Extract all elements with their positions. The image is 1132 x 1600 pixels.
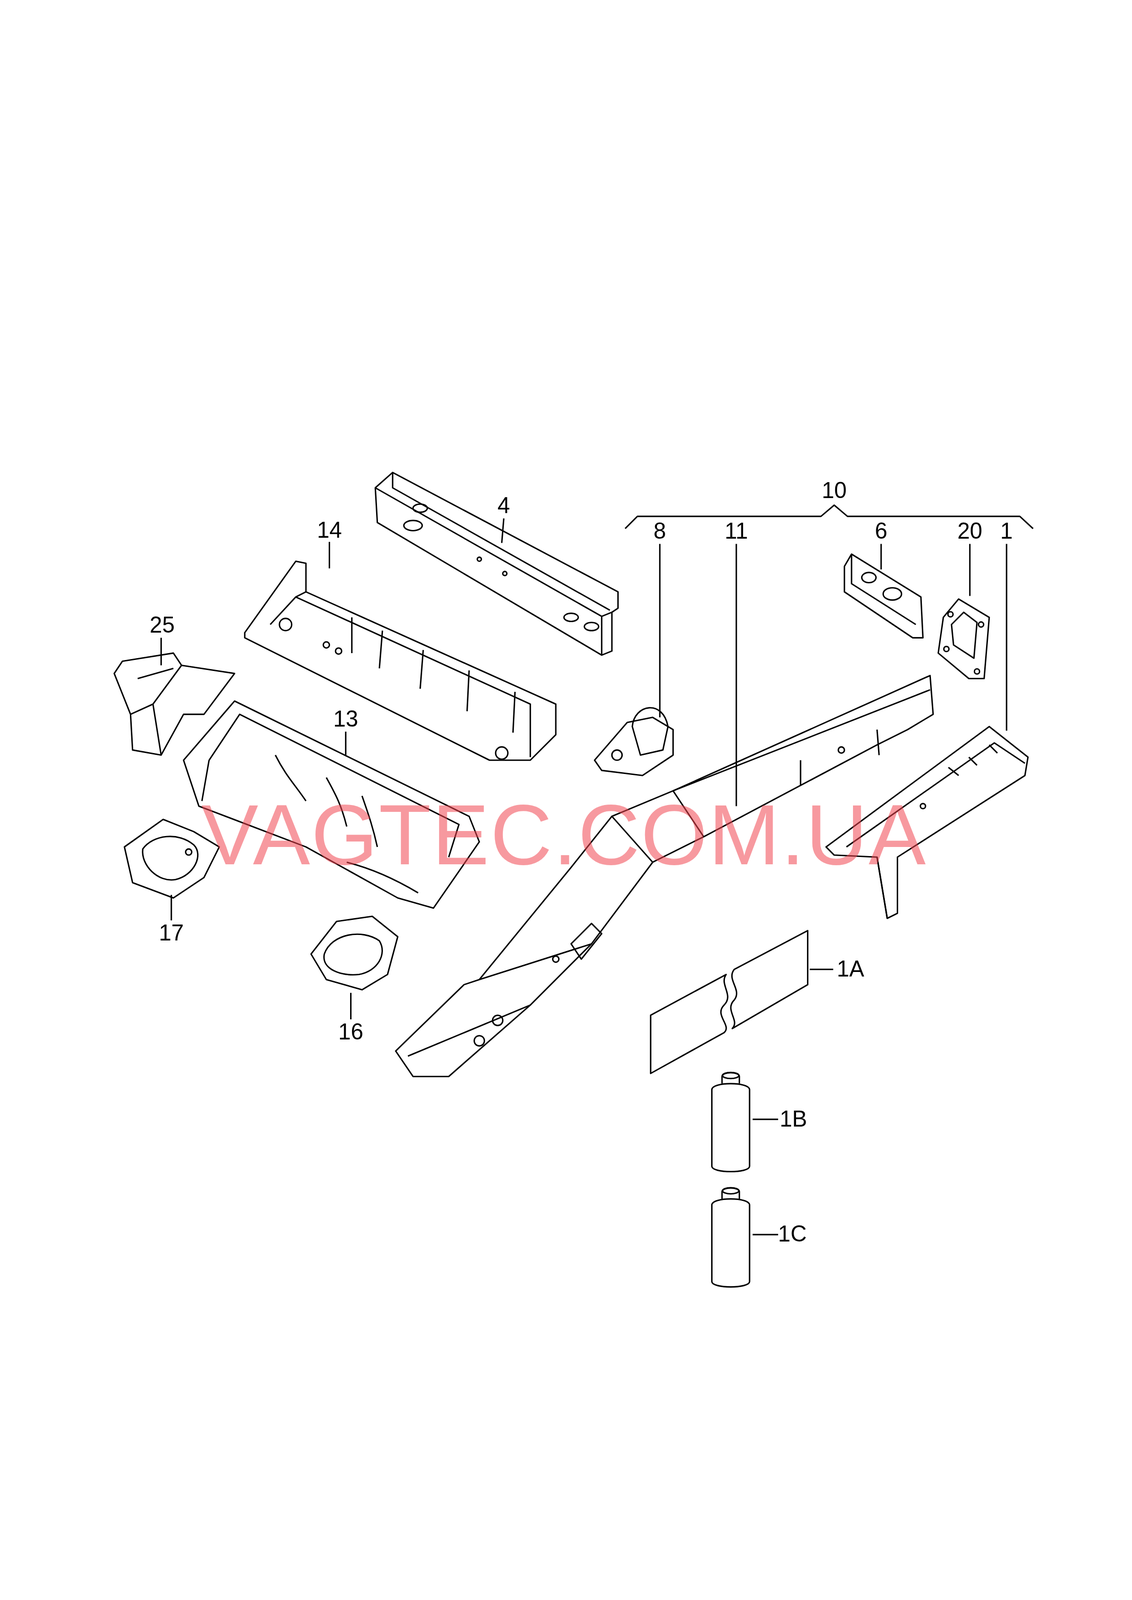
callout-number: 25 <box>149 614 175 637</box>
callout-number: 17 <box>158 921 184 945</box>
callout-number: 13 <box>333 707 359 730</box>
bracket-25 <box>114 652 235 755</box>
cross-member-4 <box>375 472 618 655</box>
callout-number: 10 <box>821 479 847 502</box>
callout-number: 20 <box>957 520 983 543</box>
callout-number: 14 <box>316 519 342 542</box>
can-1b <box>711 1071 750 1172</box>
callout-number: 11 <box>724 520 748 543</box>
callout-number: 4 <box>497 494 510 517</box>
cross-member-14 <box>244 561 556 760</box>
callout-number: 6 <box>874 520 888 543</box>
callout-number: 1B <box>779 1107 807 1130</box>
callout-number: 16 <box>338 1020 364 1044</box>
callout-number: 8 <box>653 520 667 543</box>
callout-number: 1C <box>778 1222 807 1246</box>
plate-20 <box>938 598 990 678</box>
mount-8 <box>594 707 673 776</box>
repair-sheet-1a <box>650 930 808 1073</box>
bracket-16 <box>310 915 398 990</box>
callout-number: 1 <box>1000 520 1013 543</box>
bracket-6 <box>844 553 923 638</box>
callout-number: 1A <box>836 957 864 980</box>
can-1c <box>711 1187 750 1287</box>
watermark: VAGTEC.COM.UA <box>201 791 927 878</box>
